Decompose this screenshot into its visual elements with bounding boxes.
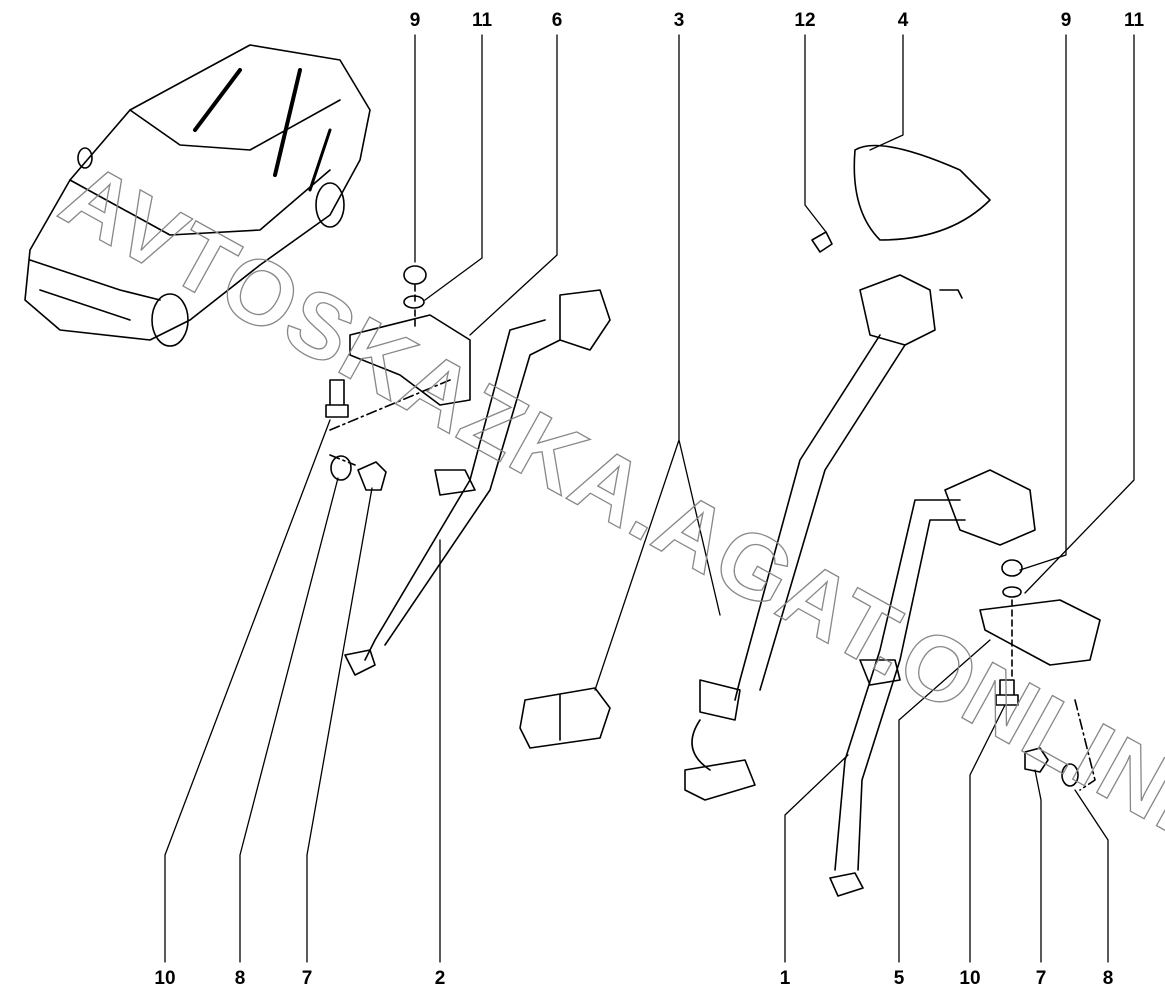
bolt-7-left bbox=[357, 461, 387, 491]
seat-belt-3 bbox=[684, 144, 991, 801]
callout-9: 9 bbox=[409, 10, 421, 31]
nut-9-left bbox=[403, 265, 427, 285]
callout-2: 2 bbox=[434, 968, 446, 989]
buckle-assembly bbox=[519, 687, 611, 749]
callout-8: 8 bbox=[1102, 968, 1114, 989]
left-anchor-parts bbox=[325, 265, 471, 491]
callout-3: 3 bbox=[673, 10, 685, 31]
callout-5: 5 bbox=[893, 968, 905, 989]
car-overview-illustration bbox=[24, 44, 371, 347]
cover-4 bbox=[853, 144, 991, 241]
washer-11-left bbox=[403, 295, 425, 309]
bracket-6 bbox=[349, 314, 471, 406]
callout-10: 10 bbox=[959, 968, 981, 989]
bolt-10-left bbox=[325, 379, 349, 418]
leader-lines bbox=[164, 34, 1135, 963]
callout-4: 4 bbox=[897, 10, 909, 31]
seat-belt-2 bbox=[344, 289, 611, 676]
washer-8-left bbox=[330, 455, 352, 481]
seat-belt-1 bbox=[829, 469, 1036, 897]
watermark: AVTOSKAZKA.AGAT.ONLINE bbox=[45, 143, 1165, 871]
callout-11: 11 bbox=[1123, 10, 1145, 31]
callout-8: 8 bbox=[234, 968, 246, 989]
callout-6: 6 bbox=[551, 10, 563, 31]
callout-12: 12 bbox=[794, 10, 816, 31]
callout-7: 7 bbox=[1035, 968, 1047, 989]
callout-9: 9 bbox=[1060, 10, 1072, 31]
right-anchor-parts bbox=[979, 559, 1101, 791]
screw-12 bbox=[811, 231, 833, 253]
callout-7: 7 bbox=[301, 968, 313, 989]
callout-1: 1 bbox=[779, 968, 791, 989]
callout-11: 11 bbox=[471, 10, 493, 31]
callout-10: 10 bbox=[154, 968, 176, 989]
